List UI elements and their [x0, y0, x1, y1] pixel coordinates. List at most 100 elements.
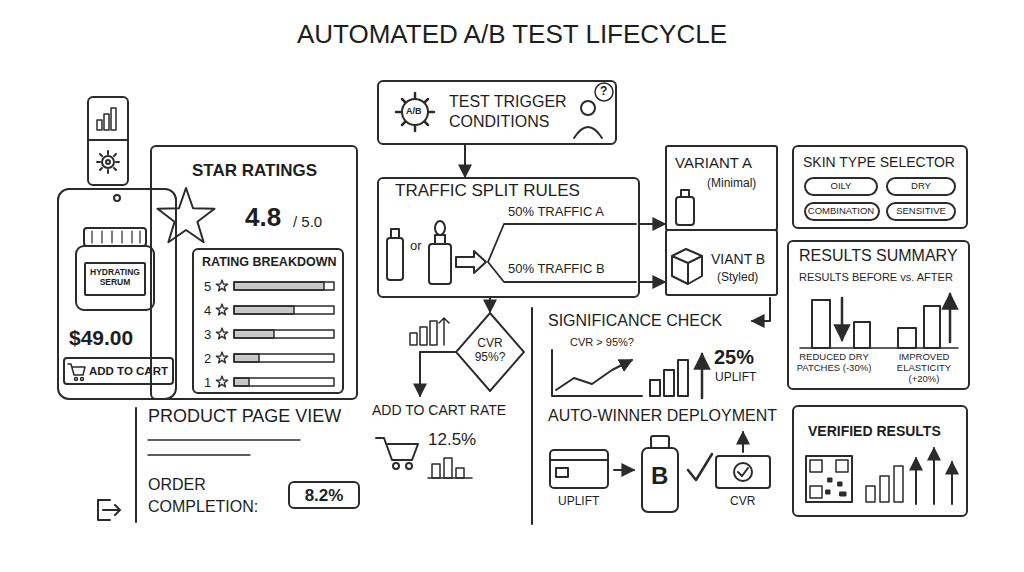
significance-chart	[701, 354, 704, 398]
results-chart	[812, 300, 830, 348]
jar-label: HYDRATING SERUM	[84, 262, 146, 296]
results-chart	[949, 294, 952, 342]
annotation: 12.5%	[428, 430, 476, 450]
illustration-layer	[68, 83, 958, 524]
significance-chart	[752, 298, 770, 321]
results-chart	[924, 306, 940, 348]
rating-bars	[234, 378, 334, 386]
qr-and-growth	[880, 476, 889, 502]
node-text: or	[410, 239, 422, 254]
node-text: 4	[204, 304, 211, 319]
variant-icons	[672, 249, 702, 284]
qr-and-growth	[866, 486, 875, 502]
annotation: A/B	[406, 106, 422, 116]
option-pill: DRY	[886, 177, 956, 196]
variant-icons	[681, 190, 689, 197]
page-view-lines	[135, 408, 137, 522]
qr-and-growth	[810, 486, 822, 498]
annotation: 25%	[714, 346, 754, 369]
phone-illustration	[76, 246, 154, 310]
qr-and-growth	[836, 460, 848, 472]
decision-outputs	[406, 463, 412, 469]
split-illustration	[488, 224, 636, 282]
node-text: IMPROVED ELASTICITY (+20%)	[881, 352, 967, 385]
qr-and-growth	[894, 466, 903, 502]
node-text: RATING BREAKDOWN	[202, 255, 336, 269]
node-text: ADD TO CART	[89, 365, 168, 378]
deployment-icons	[550, 459, 608, 461]
rating-stars	[216, 280, 227, 291]
decision-outputs	[439, 318, 449, 345]
rating-bars	[234, 306, 334, 314]
rating-bars	[234, 282, 324, 290]
annotation: UPLIFT	[715, 371, 756, 385]
split-illustration	[456, 251, 486, 273]
decision-outputs	[531, 308, 533, 524]
rating-bars	[234, 282, 334, 386]
qr-and-growth	[810, 460, 822, 472]
node-text: 3	[204, 328, 211, 343]
node-text: HYDRATING SERUM	[86, 267, 144, 287]
phone-illustration	[75, 378, 78, 381]
decision-diamond: CVR 95%?	[455, 312, 525, 392]
deployment-icons	[550, 450, 608, 488]
significance-chart	[664, 370, 674, 396]
annotation: ORDER COMPLETION:	[148, 474, 284, 517]
annotation: ?	[600, 85, 607, 99]
results-chart	[841, 298, 844, 340]
sidebar-icons	[102, 156, 114, 168]
node-text: $49.00	[69, 326, 133, 350]
flow-arrow	[640, 223, 665, 225]
annotation: AUTO-WINNER DEPLOYMENT	[548, 407, 777, 425]
annotation: SIGNIFICANCE CHECK	[548, 312, 722, 330]
node-text: RESULTS BEFORE vs. AFTER	[799, 271, 953, 284]
decision-outputs	[393, 463, 399, 469]
qr-and-growth	[915, 458, 917, 504]
diagram-title: AUTOMATED A/B TEST LIFECYCLE	[0, 20, 1024, 50]
process-box: TRAFFIC SPLIT RULESor50% TRAFFIC A50% TR…	[377, 177, 640, 298]
node-text: STAR RATINGS	[192, 161, 317, 181]
trigger-icons	[402, 99, 428, 125]
decision-outputs	[430, 321, 437, 345]
cart-button: ADD TO CART	[63, 357, 174, 385]
annotation: CVR > 95%?	[570, 336, 634, 349]
node-text: DRY	[888, 181, 954, 192]
rating-stars	[216, 328, 227, 339]
node-text: VARIANT A	[675, 154, 752, 171]
trigger-icons	[581, 101, 595, 115]
trigger-icons	[396, 93, 434, 131]
breakdown-box: RATING BREAKDOWN54321	[192, 248, 344, 394]
deployment-icons	[614, 469, 634, 471]
rating-bars	[234, 354, 259, 362]
node-text: RESULTS SUMMARY	[799, 247, 958, 265]
rating-bars	[234, 378, 249, 386]
node-text: (Minimal)	[707, 177, 756, 191]
selector-panel: SKIN TYPE SELECTOROILYDRYCOMBINATIONSENS…	[792, 145, 968, 229]
deployment-icons	[734, 463, 752, 481]
deployment-icons	[738, 468, 748, 476]
rating-bars	[234, 330, 274, 338]
node-text: 1	[204, 376, 211, 391]
results-chart	[898, 328, 916, 348]
qr-and-growth	[806, 448, 952, 504]
split-illustration	[435, 221, 445, 235]
variant-box: VARIANT A (Minimal)	[665, 145, 778, 231]
flow-arrow	[489, 298, 491, 312]
phone-illustration	[114, 195, 120, 201]
ratings-panel: STAR RATINGS4.8/ 5.0RATING BREAKDOWN5432…	[150, 145, 358, 400]
node-text: 50% TRAFFIC A	[508, 205, 604, 220]
split-illustration	[391, 229, 399, 238]
split-illustration	[429, 244, 451, 284]
annotation: PRODUCT PAGE VIEW	[148, 406, 341, 427]
qr-and-growth	[840, 492, 846, 496]
deployment-icons	[742, 432, 744, 452]
significance-chart	[650, 380, 660, 396]
node-text: SENSITIVE	[888, 206, 954, 217]
annotation: CVR	[730, 495, 755, 509]
deployment-icons	[716, 456, 770, 488]
sidebar-icons	[88, 139, 128, 141]
decision-outputs	[432, 464, 440, 478]
deployment-icons	[651, 436, 669, 448]
diamond-outline	[456, 313, 524, 391]
